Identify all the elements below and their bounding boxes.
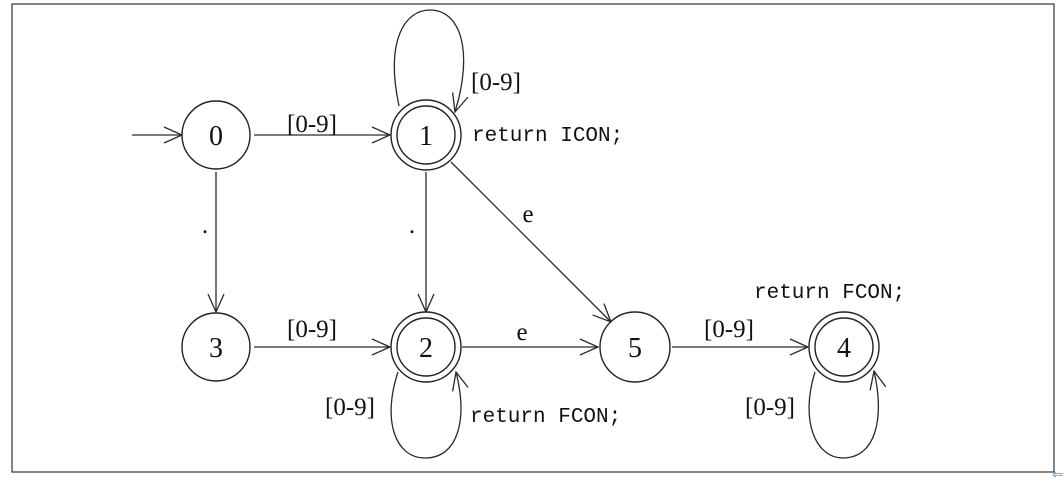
state-4: 4 xyxy=(808,311,880,383)
state-5: 5 xyxy=(599,311,671,383)
state-1-label: 1 xyxy=(419,121,433,152)
edge-1-5 xyxy=(450,161,611,322)
edge-label-0-1: [0-9] xyxy=(287,111,337,138)
action-state-2: return FCON; xyxy=(470,406,621,429)
state-5-label: 5 xyxy=(628,333,642,364)
edge-4-4-loop xyxy=(808,371,878,459)
state-3-label: 3 xyxy=(209,333,223,364)
edge-label-1-5: e xyxy=(522,201,533,228)
action-state-1: return ICON; xyxy=(472,125,623,148)
edge-label-0-3: . xyxy=(202,212,208,239)
edge-label-2-2: [0-9] xyxy=(325,394,375,421)
edge-label-5-4: [0-9] xyxy=(704,316,754,343)
edge-2-2-loop xyxy=(390,372,461,459)
edge-label-3-2: [0-9] xyxy=(287,316,337,343)
state-1: 1 xyxy=(390,99,462,171)
action-state-4: return FCON; xyxy=(754,282,905,305)
state-0-label: 0 xyxy=(209,121,223,152)
edge-label-4-4: [0-9] xyxy=(745,394,795,421)
state-4-label: 4 xyxy=(837,333,851,364)
diagram-frame xyxy=(11,3,1055,473)
corner-arrow-icon: ⇐ xyxy=(1052,467,1064,482)
edge-label-1-1: [0-9] xyxy=(471,69,521,96)
state-2: 2 xyxy=(390,311,462,383)
state-2-label: 2 xyxy=(419,333,433,364)
edge-1-1-loop xyxy=(393,9,463,112)
state-3: 3 xyxy=(181,312,251,382)
state-0: 0 xyxy=(181,100,251,170)
edge-label-1-2: . xyxy=(409,212,415,239)
edge-label-2-5: e xyxy=(516,319,527,346)
